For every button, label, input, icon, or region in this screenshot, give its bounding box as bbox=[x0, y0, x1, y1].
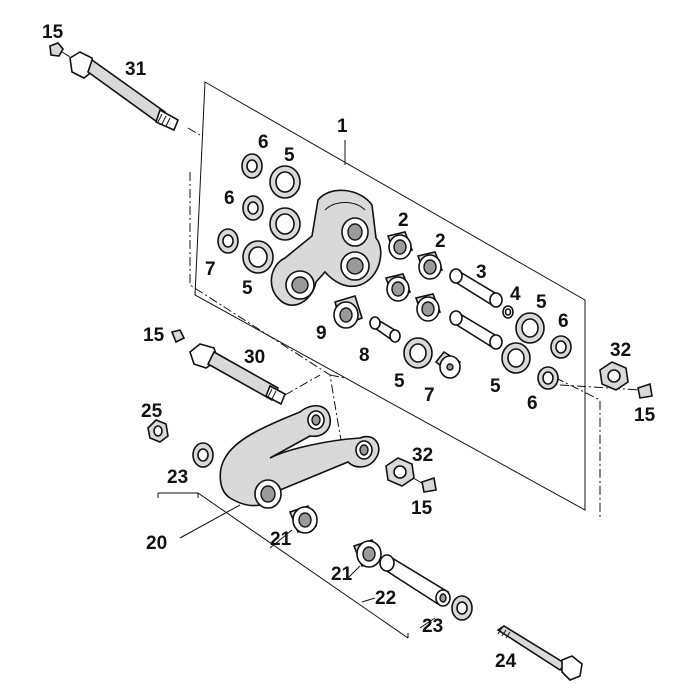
callout-8: 8 bbox=[359, 345, 370, 366]
callout-15: 15 bbox=[411, 498, 433, 519]
callout-32: 32 bbox=[610, 340, 631, 361]
callout-32: 32 bbox=[412, 445, 433, 466]
nut-32-lower bbox=[385, 457, 415, 487]
bearings-left-stack bbox=[217, 153, 301, 274]
sleeve-3 bbox=[449, 268, 503, 350]
callout-9: 9 bbox=[316, 323, 327, 344]
callout-6: 6 bbox=[258, 132, 269, 153]
callout-6: 6 bbox=[224, 188, 235, 209]
callout-25: 25 bbox=[141, 401, 163, 422]
axis-line-30 bbox=[284, 374, 321, 396]
callout-2: 2 bbox=[435, 231, 446, 252]
seal-23-upper bbox=[192, 442, 214, 468]
callout-4: 4 bbox=[510, 284, 521, 305]
nut-15-top bbox=[49, 42, 64, 57]
callout-5: 5 bbox=[490, 376, 501, 397]
group-leaders bbox=[157, 492, 436, 639]
callout-7: 7 bbox=[205, 259, 216, 280]
axis-line-mid bbox=[329, 374, 346, 379]
bearing-9 bbox=[333, 295, 363, 329]
sleeve-8 bbox=[369, 316, 401, 343]
lever-20 bbox=[219, 405, 380, 509]
callout-15: 15 bbox=[42, 22, 64, 43]
nut-32-right bbox=[599, 361, 629, 391]
callout-23: 23 bbox=[167, 467, 188, 488]
bolt-24 bbox=[496, 625, 583, 681]
seals-right bbox=[501, 312, 572, 390]
seal-23-lower bbox=[451, 595, 473, 621]
needle-bearings-2 bbox=[384, 231, 444, 322]
callout-15: 15 bbox=[143, 325, 165, 346]
callout-23: 23 bbox=[422, 616, 443, 637]
bolt-31 bbox=[61, 51, 180, 132]
callout-2: 2 bbox=[398, 210, 409, 231]
kit-outline bbox=[194, 81, 586, 511]
callout-6: 6 bbox=[527, 393, 538, 414]
callout-5: 5 bbox=[394, 371, 405, 392]
sleeve-22 bbox=[379, 554, 451, 607]
callout-labels: 15 31 1 6 5 6 7 5 2 2 3 4 5 6 15 30 9 8 … bbox=[42, 22, 656, 672]
bolt-30 bbox=[170, 329, 287, 406]
nut-25 bbox=[147, 419, 169, 443]
axis-line-32a bbox=[559, 384, 641, 391]
needle-bearing-21-upper bbox=[288, 505, 318, 534]
cap-15-lower bbox=[421, 476, 437, 493]
callout-22: 22 bbox=[375, 588, 396, 609]
rocker-link-1 bbox=[270, 189, 382, 306]
callout-1: 1 bbox=[337, 116, 348, 137]
callout-6: 6 bbox=[558, 311, 569, 332]
spacer-7-bottom bbox=[434, 350, 462, 379]
callout-30: 30 bbox=[244, 347, 265, 368]
callout-5: 5 bbox=[284, 145, 295, 166]
callout-3: 3 bbox=[476, 262, 487, 283]
callout-7: 7 bbox=[424, 385, 435, 406]
seal-5-bottom bbox=[403, 337, 433, 369]
ring-4 bbox=[502, 305, 514, 319]
callout-31: 31 bbox=[125, 59, 147, 80]
callout-20: 20 bbox=[146, 533, 167, 554]
callout-21: 21 bbox=[270, 529, 292, 550]
axis-line-right bbox=[539, 369, 601, 520]
needle-bearing-21-lower bbox=[352, 539, 382, 568]
callout-21: 21 bbox=[331, 564, 353, 585]
cap-15-right bbox=[637, 382, 653, 399]
axis-line-31 bbox=[187, 127, 201, 136]
callout-24: 24 bbox=[495, 651, 517, 672]
callout-5: 5 bbox=[242, 278, 253, 299]
callout-5: 5 bbox=[536, 292, 547, 313]
callout-15: 15 bbox=[634, 405, 656, 426]
